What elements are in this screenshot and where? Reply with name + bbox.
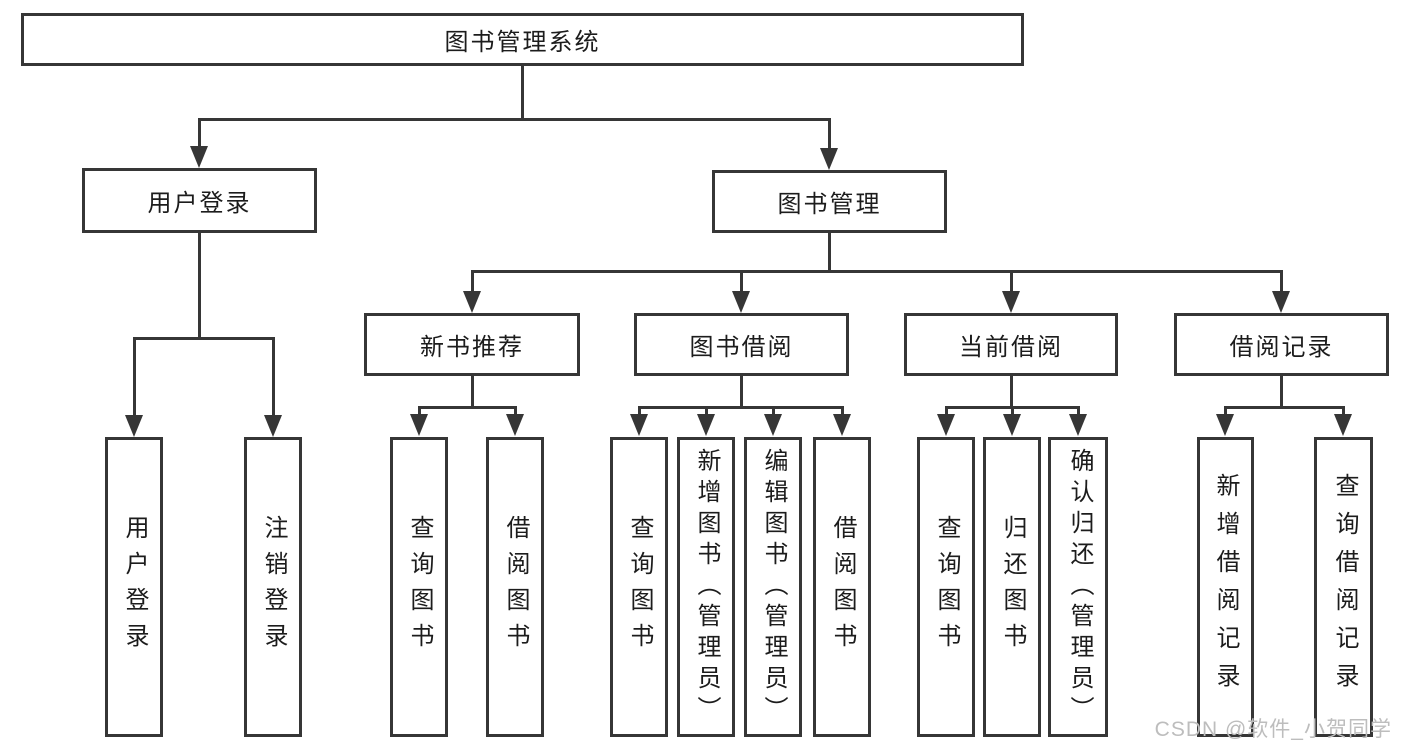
edge-user-login-bar — [133, 337, 275, 340]
leaf-logout: 注销登录 — [244, 437, 302, 737]
edge-to-leaf-login — [133, 337, 136, 417]
arrow-down-icon — [697, 414, 715, 436]
arrow-down-icon — [264, 415, 282, 437]
edge-stub — [418, 406, 421, 417]
edge-to-borrow-record — [1280, 270, 1283, 293]
edge-stub — [514, 406, 517, 417]
arrow-down-icon — [937, 414, 955, 436]
edge-borrow-record-bar — [1224, 406, 1345, 409]
edge-stub — [1224, 406, 1227, 417]
node-root-label: 图书管理系统 — [444, 29, 601, 56]
leaf-confirm-return-admin: 确认归还（管理员） — [1048, 437, 1108, 737]
arrow-down-icon — [1334, 414, 1352, 436]
edge-to-new-book-recommend — [471, 270, 474, 293]
edge-to-book-borrow — [740, 270, 743, 293]
node-new-book-recommend-label: 新书推荐 — [420, 334, 524, 361]
arrow-down-icon — [1069, 414, 1087, 436]
edge-book-management-trunk — [828, 233, 831, 273]
edge-stub — [705, 406, 708, 417]
arrow-down-icon — [732, 291, 750, 313]
node-user-login: 用户登录 — [82, 168, 317, 233]
edge-root-trunk — [521, 66, 524, 118]
edge-stub — [841, 406, 844, 417]
edge-stub — [1011, 406, 1014, 417]
node-new-book-recommend: 新书推荐 — [364, 313, 580, 376]
edge-user-login-trunk — [198, 233, 201, 337]
leaf-borrow-book-recommend: 借阅图书 — [486, 437, 544, 737]
leaf-query-borrow-record: 查询借阅记录 — [1314, 437, 1373, 737]
leaf-query-book-current: 查询图书 — [917, 437, 975, 737]
leaf-add-borrow-record: 新增借阅记录 — [1197, 437, 1254, 737]
arrow-down-icon — [1002, 291, 1020, 313]
arrow-down-icon — [125, 415, 143, 437]
arrow-down-icon — [630, 414, 648, 436]
leaf-add-book-admin: 新增图书（管理员） — [677, 437, 735, 737]
leaf-query-book-recommend: 查询图书 — [390, 437, 448, 737]
leaf-edit-book-admin: 编辑图书（管理员） — [744, 437, 802, 737]
edge-to-leaf-logout — [272, 337, 275, 417]
edge-to-book-management — [828, 118, 831, 150]
edge-book-borrow-bar — [638, 406, 844, 409]
node-root-system: 图书管理系统 — [21, 13, 1024, 66]
node-book-borrow: 图书借阅 — [634, 313, 849, 376]
edge-book-borrow-trunk — [740, 376, 743, 408]
edge-stub — [638, 406, 641, 417]
edge-stub — [945, 406, 948, 417]
arrow-down-icon — [190, 146, 208, 168]
edge-stub — [772, 406, 775, 417]
csdn-watermark: CSDN @软件_小贺同学 — [1154, 718, 1392, 741]
arrow-down-icon — [820, 148, 838, 170]
node-current-borrow-label: 当前借阅 — [959, 334, 1063, 361]
arrow-down-icon — [1272, 291, 1290, 313]
node-borrow-record-label: 借阅记录 — [1229, 334, 1334, 361]
edge-stub — [1077, 406, 1080, 417]
edge-borrow-record-trunk — [1280, 376, 1283, 408]
edge-current-borrow-trunk — [1010, 376, 1013, 408]
arrow-down-icon — [410, 414, 428, 436]
edge-new-book-trunk — [471, 376, 474, 408]
arrow-down-icon — [764, 414, 782, 436]
leaf-query-book-borrow: 查询图书 — [610, 437, 668, 737]
edge-to-current-borrow — [1010, 270, 1013, 293]
node-book-management-label: 图书管理 — [777, 191, 882, 218]
node-book-management: 图书管理 — [712, 170, 947, 233]
leaf-user-login: 用户登录 — [105, 437, 163, 737]
arrow-down-icon — [1003, 414, 1021, 436]
arrow-down-icon — [833, 414, 851, 436]
edge-stub — [1342, 406, 1345, 417]
edge-to-user-login — [198, 118, 201, 148]
leaf-return-book: 归还图书 — [983, 437, 1041, 737]
node-borrow-record: 借阅记录 — [1174, 313, 1389, 376]
edge-book-management-bar — [471, 270, 1283, 273]
node-current-borrow: 当前借阅 — [904, 313, 1118, 376]
edge-root-bar — [198, 118, 830, 121]
arrow-down-icon — [1216, 414, 1234, 436]
node-book-borrow-label: 图书借阅 — [689, 334, 794, 361]
leaf-borrow-book: 借阅图书 — [813, 437, 871, 737]
arrow-down-icon — [506, 414, 524, 436]
arrow-down-icon — [463, 291, 481, 313]
edge-new-book-bar — [418, 406, 516, 409]
node-user-login-label: 用户登录 — [147, 190, 252, 217]
